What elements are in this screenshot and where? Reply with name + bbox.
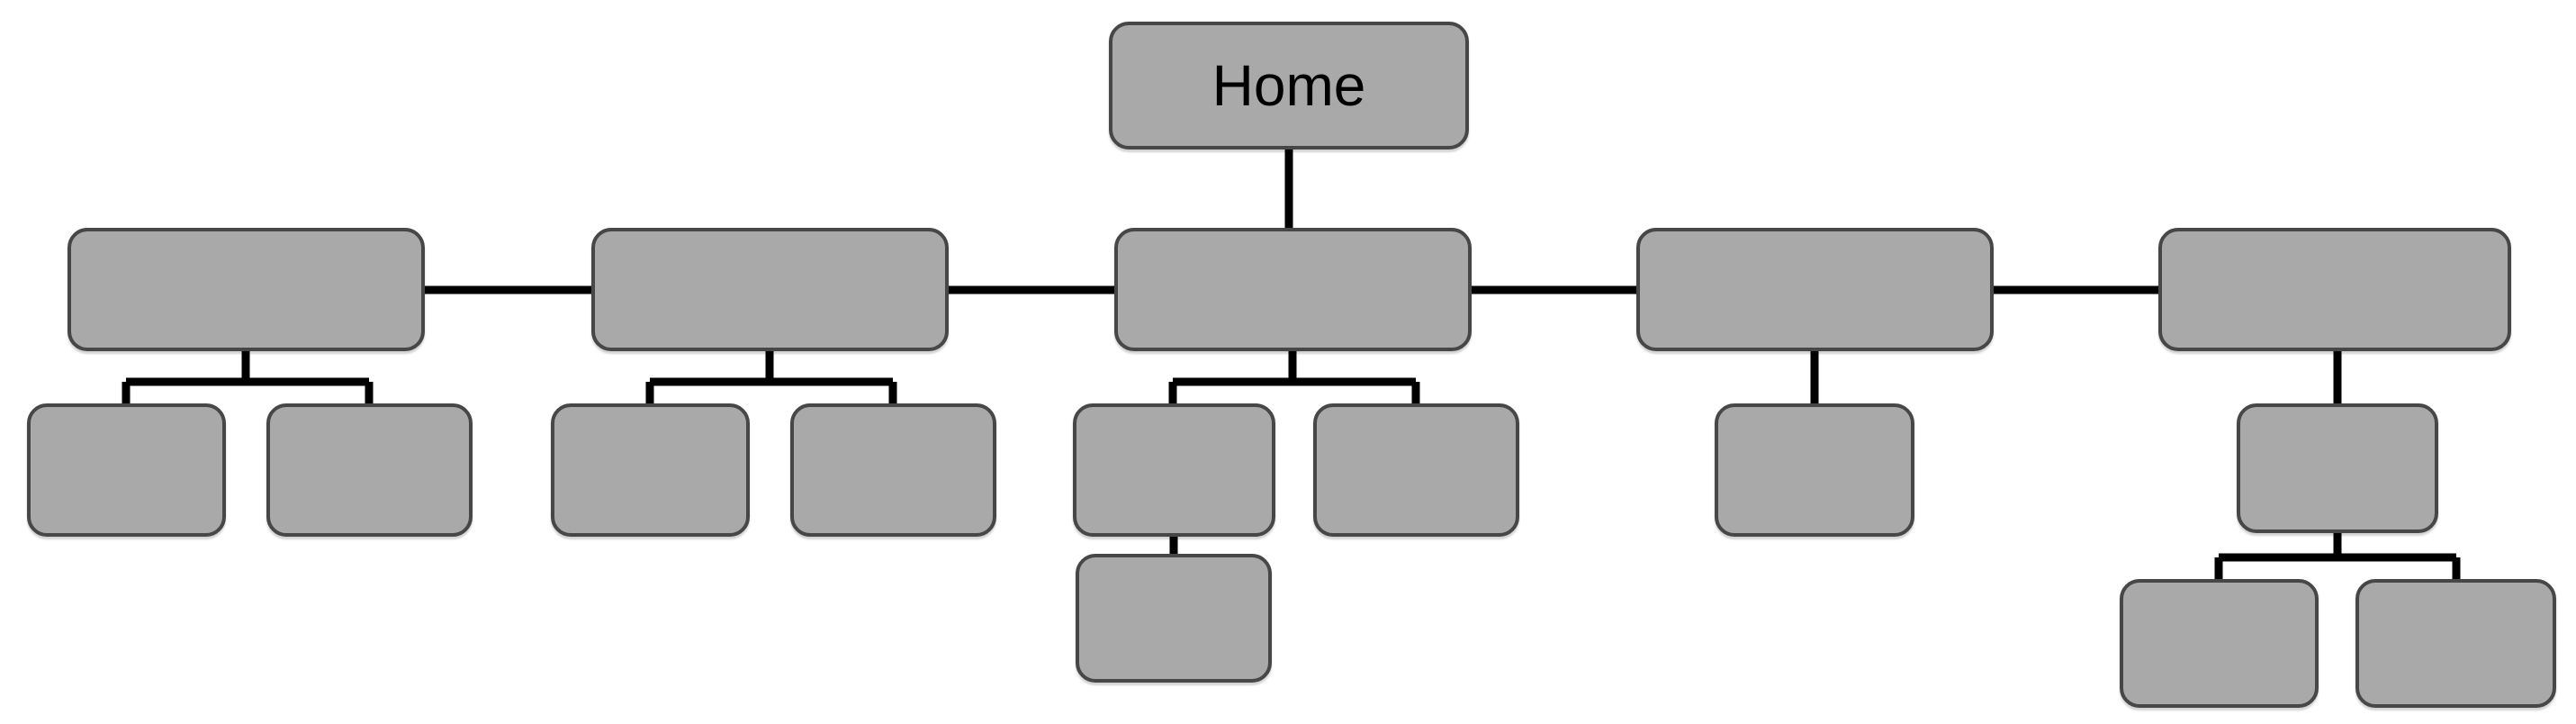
node-n1b[interactable] <box>266 403 473 537</box>
node-n2b[interactable] <box>790 403 996 537</box>
node-n1[interactable] <box>68 228 425 351</box>
node-n4[interactable] <box>1636 228 1994 351</box>
node-n5a[interactable] <box>2237 403 2438 533</box>
node-label: Home <box>1211 53 1366 118</box>
node-n3b[interactable] <box>1313 403 1519 537</box>
node-n3[interactable] <box>1114 228 1472 351</box>
node-n5a1[interactable] <box>2120 579 2319 708</box>
node-n5[interactable] <box>2158 228 2511 351</box>
node-n2a[interactable] <box>551 403 750 537</box>
node-n2[interactable] <box>591 228 949 351</box>
node-n3a1[interactable] <box>1076 554 1272 683</box>
node-n1a[interactable] <box>27 403 226 537</box>
connector-c-n5a-kids <box>2214 533 2461 579</box>
node-n3a[interactable] <box>1073 403 1275 537</box>
connector-c-n3-kids <box>1168 351 1420 403</box>
node-n5a2[interactable] <box>2355 579 2556 708</box>
connector-c-n2-kids <box>645 351 897 403</box>
node-n4a[interactable] <box>1715 403 1914 537</box>
connector-c-n1-kids <box>122 351 374 403</box>
node-home[interactable]: Home <box>1109 22 1469 149</box>
